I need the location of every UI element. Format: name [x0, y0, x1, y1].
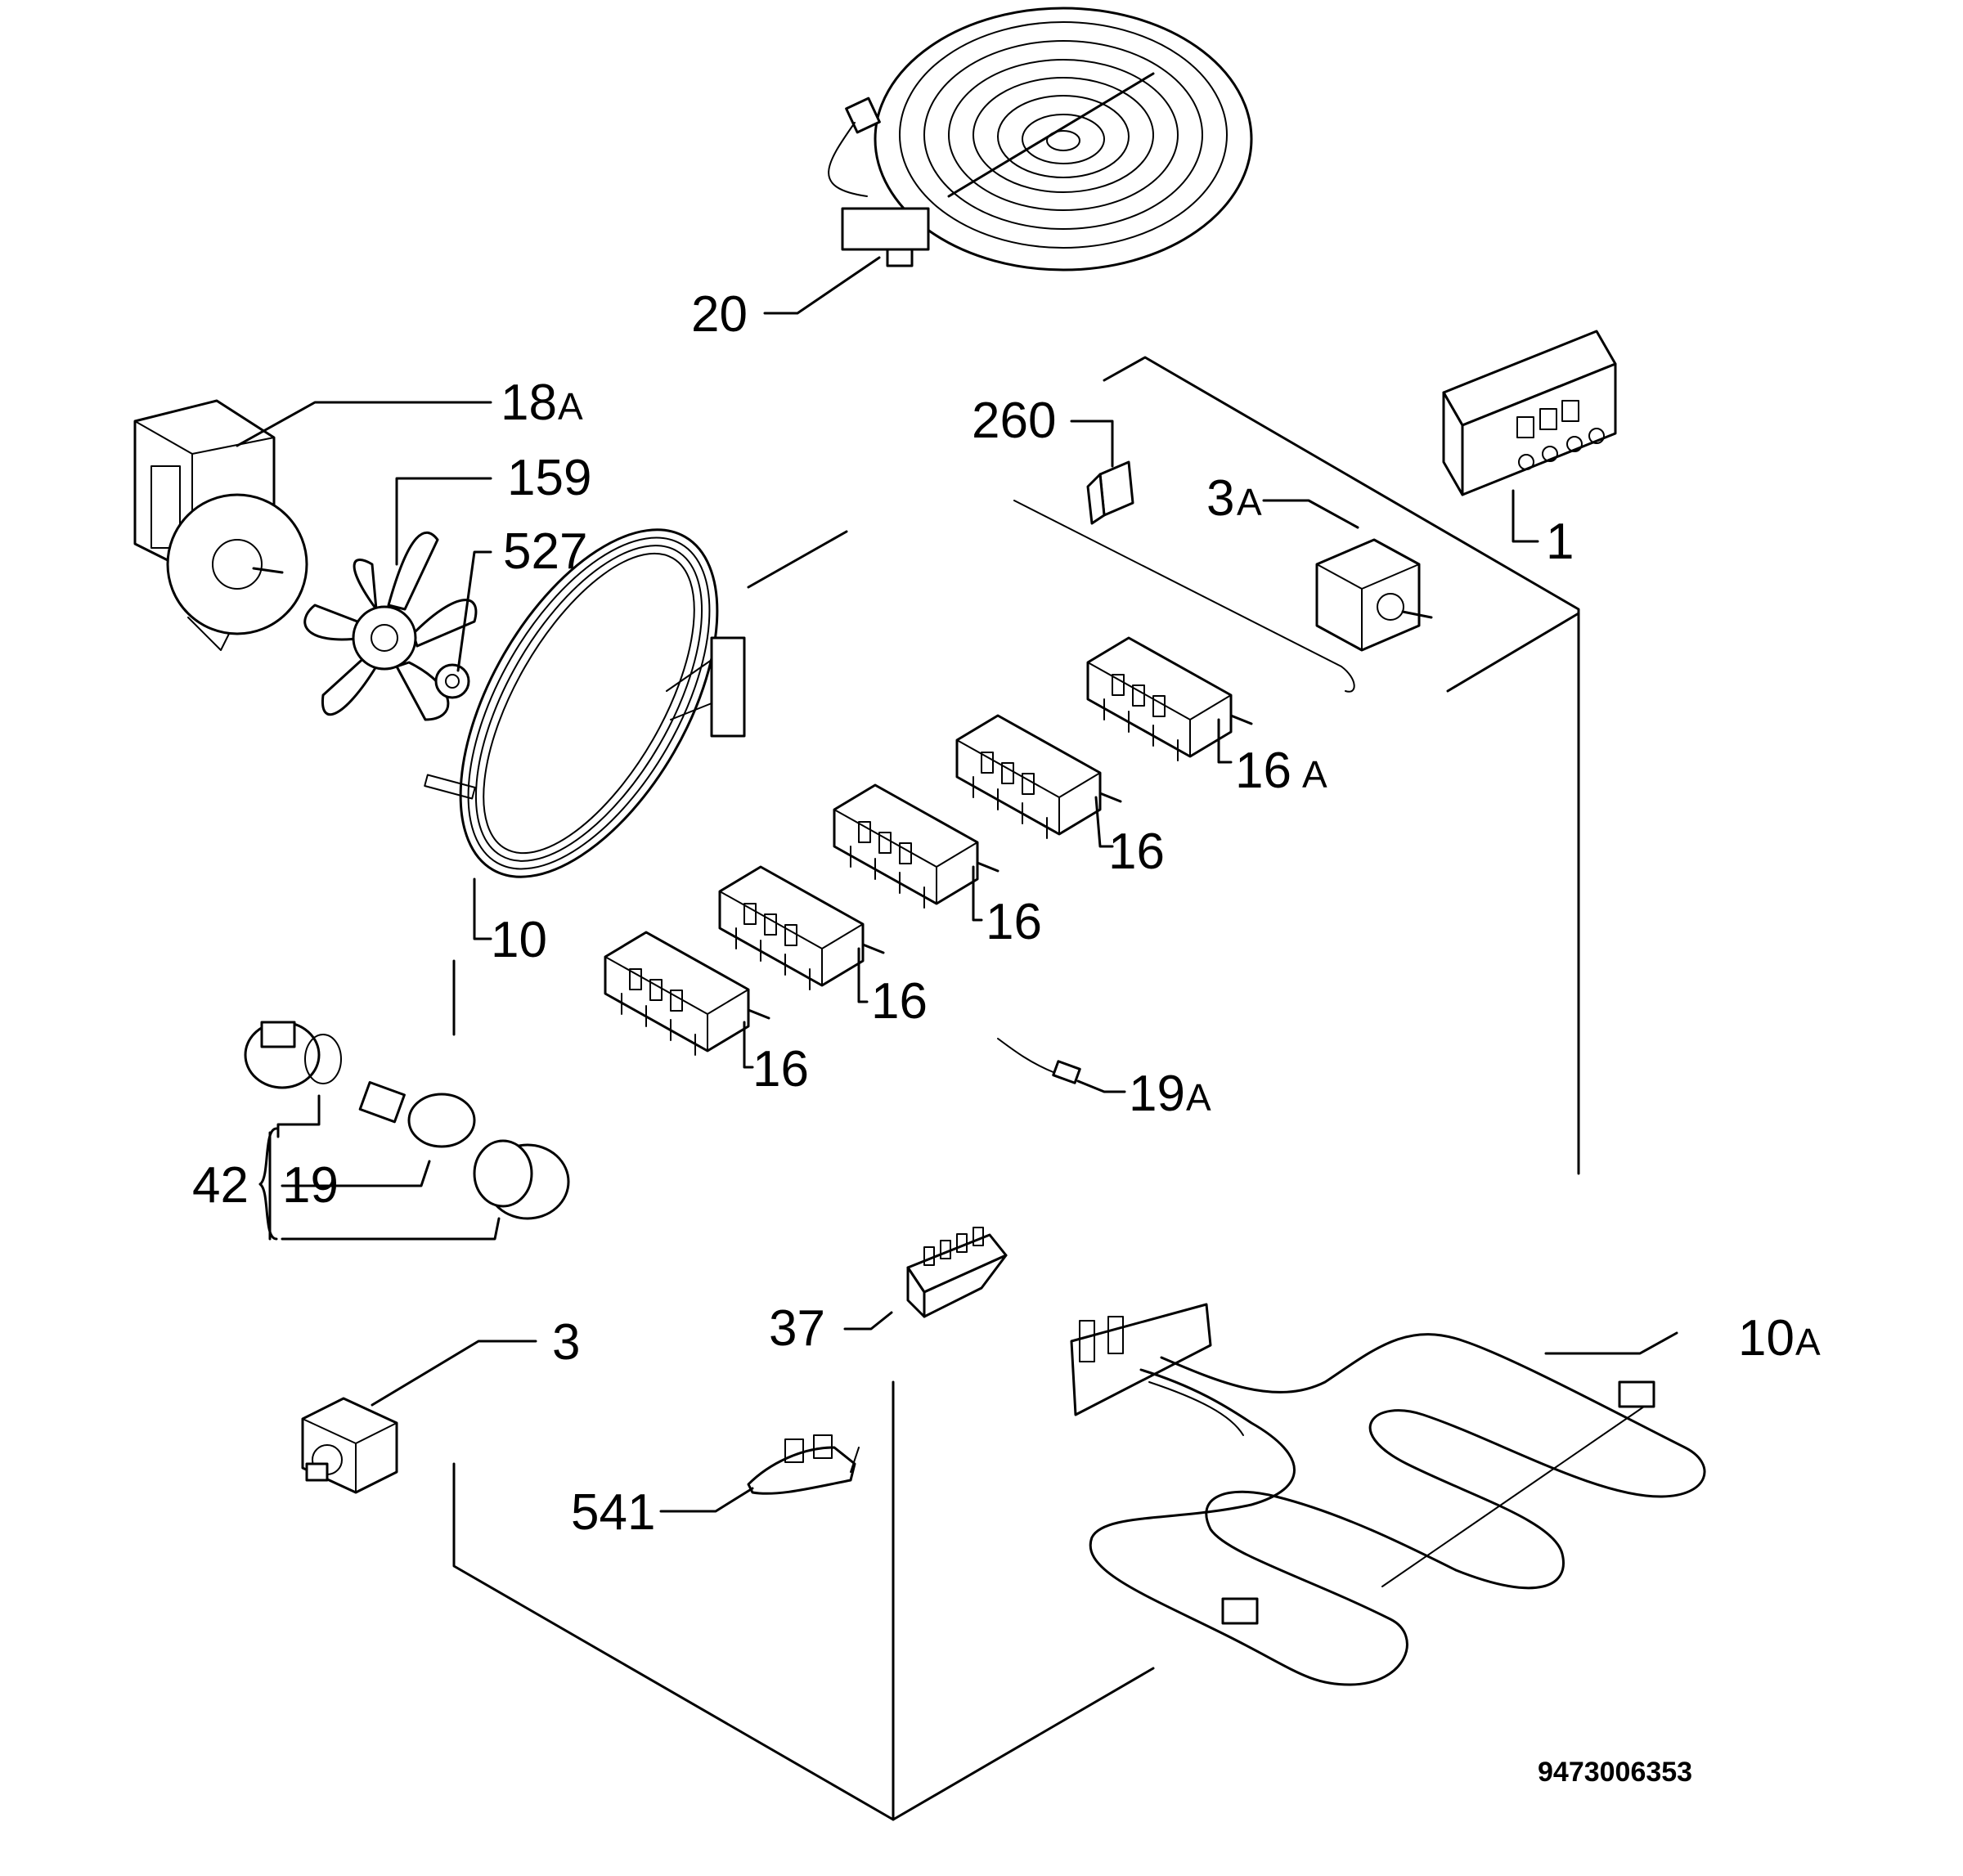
housing-outline — [452, 356, 1580, 1821]
label-42: 42 — [192, 1157, 249, 1214]
label-260: 260 — [972, 393, 1056, 449]
label-527: 527 — [503, 523, 587, 580]
label-19a: 19 — [1129, 1066, 1185, 1122]
lamp-cover — [473, 1139, 570, 1220]
label-16a-suffix: A — [1302, 753, 1327, 796]
label-16a: 16 — [1235, 743, 1291, 799]
door-switch — [301, 1397, 398, 1494]
clip — [1086, 460, 1134, 525]
label-19a-suffix: A — [1186, 1076, 1211, 1119]
lamp-holder — [244, 1021, 342, 1089]
control-switch — [604, 931, 770, 1056]
label-18a: 18 — [501, 375, 557, 431]
fan-nut — [434, 663, 470, 699]
hob-radiant-element — [828, 7, 1253, 272]
fan-blade — [303, 531, 478, 721]
label-159: 159 — [507, 450, 591, 506]
label-18a-suffix: A — [558, 385, 583, 428]
label-37: 37 — [769, 1300, 825, 1357]
fan-motor — [133, 399, 308, 651]
group-brace — [258, 1127, 278, 1241]
label-1: 1 — [1546, 514, 1574, 570]
label-3a-suffix: A — [1237, 481, 1262, 523]
thermostat — [1013, 500, 1433, 693]
label-3: 3 — [552, 1314, 580, 1371]
label-20: 20 — [691, 286, 748, 343]
terminal-block — [906, 1227, 1008, 1318]
label-10a-suffix: A — [1795, 1321, 1821, 1363]
timer-control-box — [1442, 330, 1617, 496]
leader-lines — [236, 256, 1678, 1513]
sensor-probe — [997, 1038, 1081, 1084]
grill-heating-element — [1070, 1303, 1706, 1686]
callout-labels: 20 18 A 159 527 260 3 A 1 16 A 16 16 16 … — [192, 286, 1821, 1541]
label-16-2: 16 — [871, 973, 928, 1030]
control-switch — [1086, 636, 1253, 761]
label-541: 541 — [571, 1484, 655, 1541]
lamp-bulb — [358, 1081, 476, 1148]
label-16-4: 16 — [1108, 824, 1165, 880]
label-3a: 3 — [1206, 470, 1234, 527]
document-number: 9473006353 — [1538, 1757, 1692, 1788]
control-switch — [718, 865, 885, 990]
label-10a: 10 — [1738, 1310, 1795, 1367]
label-19: 19 — [282, 1157, 339, 1214]
label-16-1: 16 — [752, 1041, 809, 1097]
control-switch — [955, 714, 1122, 839]
circular-heating-element — [424, 528, 746, 878]
label-16-3: 16 — [986, 894, 1042, 950]
connector-clip — [747, 1434, 860, 1495]
lamp-bracket — [268, 1094, 501, 1241]
control-switch — [833, 783, 999, 909]
label-10: 10 — [491, 912, 547, 968]
